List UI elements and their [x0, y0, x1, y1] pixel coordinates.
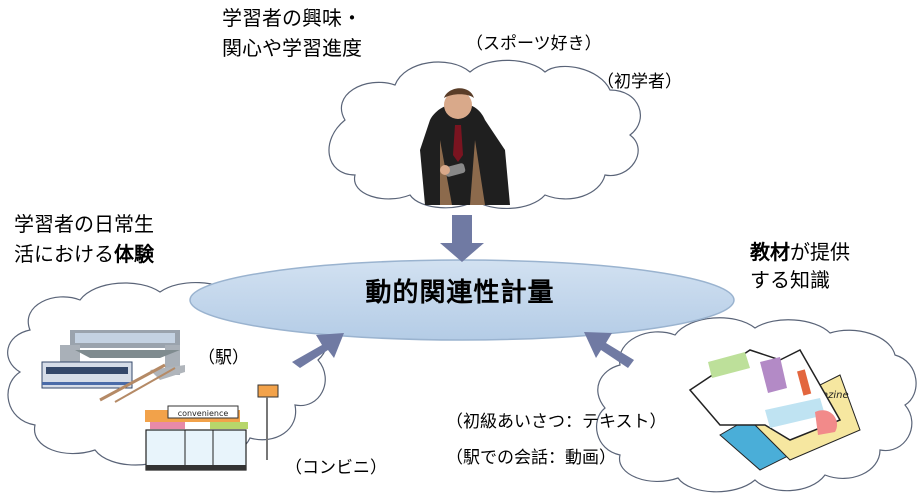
- left-note-convenience: （コンビニ）: [285, 458, 387, 478]
- arrow-up-right: [292, 333, 344, 368]
- convenience-store-image: convenience: [145, 384, 279, 471]
- left-heading-line1: 学習者の日常生: [14, 212, 154, 236]
- right-heading-plain: が提供: [790, 240, 850, 264]
- magazines-image: azine: [688, 349, 861, 471]
- top-note-beginner: （初学者）: [597, 72, 682, 92]
- left-note-station: （駅）: [198, 348, 249, 368]
- arrow-down: [440, 215, 484, 262]
- left-heading-plain: 活における: [14, 242, 114, 266]
- top-heading-line2: 関心や学習進度: [222, 36, 362, 60]
- magazine-title: azine: [822, 390, 849, 401]
- center-title: 動的関連性計量: [365, 278, 555, 308]
- businessman-image: [420, 88, 510, 205]
- top-heading-line1: 学習者の興味・: [222, 6, 362, 30]
- top-note-sports: （スポーツ好き）: [466, 34, 602, 54]
- left-heading-bold: 体験: [114, 242, 154, 266]
- left-heading-line2: 活における体験: [14, 240, 154, 268]
- store-sign-text: convenience: [178, 409, 229, 418]
- right-note-station-talk: （駅での会話：動画）: [446, 448, 616, 468]
- right-heading-bold: 教材: [750, 240, 790, 264]
- train-station-image: [41, 330, 185, 403]
- right-heading-line1: 教材が提供: [750, 238, 850, 266]
- arrow-up-left: [584, 332, 634, 368]
- right-note-greeting: （初級あいさつ：テキスト）: [446, 412, 667, 432]
- right-heading-line2: する知識: [750, 268, 830, 292]
